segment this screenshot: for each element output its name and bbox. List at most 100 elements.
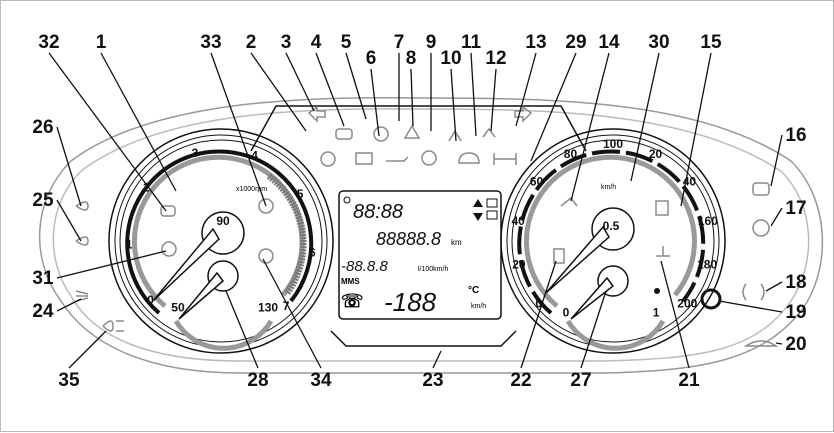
turn-left-icon xyxy=(307,105,326,123)
callout-31: 31 xyxy=(32,250,167,289)
callout-number: 27 xyxy=(570,370,591,391)
hazard-icon xyxy=(403,124,421,139)
tach-unit: x1000rpm xyxy=(236,186,267,193)
callout-number: 11 xyxy=(461,32,482,53)
callout-number: 5 xyxy=(341,32,352,53)
tach-tick-label: 6 xyxy=(309,245,316,259)
callout-17: 17 xyxy=(770,198,807,227)
callout-number: 7 xyxy=(394,32,405,53)
leader-line xyxy=(285,52,315,112)
temp-tick-label: 50 xyxy=(171,301,185,315)
callout-number: 25 xyxy=(32,190,54,211)
callout-number: 21 xyxy=(678,370,700,391)
speedo-tick-label: 0 xyxy=(535,296,542,310)
callout-number: 17 xyxy=(785,198,806,219)
callout-7: 7 xyxy=(394,32,405,121)
leader-line xyxy=(56,126,82,207)
callout-number: 24 xyxy=(32,301,54,322)
callout-number: 34 xyxy=(310,370,332,391)
service-icon xyxy=(258,248,274,264)
leader-line xyxy=(470,52,477,137)
abs-icon xyxy=(421,150,437,166)
leader-line xyxy=(410,68,414,127)
lcd-consumption: -88.8.8 xyxy=(341,258,388,275)
callout-29: 29 xyxy=(530,32,587,162)
door-open-icon xyxy=(655,200,669,216)
leader-line xyxy=(262,258,322,369)
tach-tick-label: 1 xyxy=(126,237,133,251)
leader-line xyxy=(370,68,380,137)
callout-23: 23 xyxy=(422,350,444,391)
driver-seatbelt-icon xyxy=(656,246,670,257)
leader-line xyxy=(450,68,457,142)
callout-number: 19 xyxy=(785,302,806,323)
callout-24: 24 xyxy=(32,298,82,322)
callout-32: 32 xyxy=(38,32,167,212)
callout-number: 33 xyxy=(200,32,221,53)
leader-line xyxy=(775,342,783,345)
tach-needle xyxy=(152,227,220,302)
speedo-tick-label: 20 xyxy=(512,257,526,271)
leader-line xyxy=(765,281,783,292)
lcd-odometer-unit: km xyxy=(451,238,462,247)
leader-line xyxy=(718,300,783,313)
lcd-speed-unit: km/h xyxy=(471,303,486,310)
high-beam-icon xyxy=(75,201,89,211)
callout-number: 3 xyxy=(281,32,292,53)
leader-line xyxy=(580,290,607,369)
cruise-control-icon xyxy=(258,198,274,214)
callout-11: 11 xyxy=(461,32,482,137)
low-beam-icon xyxy=(75,236,89,246)
temp-tick-label: 90 xyxy=(216,214,230,228)
tach-tick-label: 3 xyxy=(192,146,199,160)
callout-number: 22 xyxy=(510,370,531,391)
callout-30: 30 xyxy=(630,32,670,182)
indicator-19-icon xyxy=(700,288,722,310)
rear-fog-icon xyxy=(102,320,124,332)
callout-2: 2 xyxy=(246,32,307,132)
callout-number: 29 xyxy=(565,32,586,53)
speedometer xyxy=(500,128,726,354)
lcd-display xyxy=(338,190,502,320)
callout-number: 32 xyxy=(38,32,59,53)
callout-21: 21 xyxy=(660,260,700,391)
callout-15: 15 xyxy=(680,32,722,207)
leader-line xyxy=(570,52,610,202)
engine-icon xyxy=(458,152,480,164)
lcd-content: 88:88 88888.8 km -88.8.8 l/100km/h MMS ☏… xyxy=(341,196,498,317)
leader-line xyxy=(225,290,259,369)
callout-6: 6 xyxy=(366,48,380,137)
leader-line xyxy=(68,330,107,369)
leader-line xyxy=(680,52,712,207)
callout-28: 28 xyxy=(225,290,269,391)
speedo-tick-label: 40 xyxy=(511,214,525,228)
callout-16: 16 xyxy=(770,125,807,187)
leader-line xyxy=(210,52,267,207)
leader-line xyxy=(56,298,82,312)
lcd-consumption-unit: l/100km/h xyxy=(418,266,448,273)
callout-number: 35 xyxy=(58,370,80,391)
callout-number: 4 xyxy=(311,32,322,53)
leader-line xyxy=(630,52,660,182)
callout-10: 10 xyxy=(440,48,462,142)
callout-number: 8 xyxy=(406,48,417,69)
leader-line xyxy=(432,350,442,369)
engine-check-icon xyxy=(160,205,176,217)
leader-line xyxy=(48,52,167,212)
callout-18: 18 xyxy=(765,272,807,293)
leader-line xyxy=(100,52,177,192)
brake-system-icon xyxy=(373,126,389,142)
callout-number: 12 xyxy=(485,48,506,69)
tire-pressure-icon xyxy=(742,283,765,301)
callout-number: 28 xyxy=(247,370,268,391)
leader-line xyxy=(56,199,82,242)
callout-number: 30 xyxy=(648,32,669,53)
passenger-airbag-off-icon xyxy=(482,127,496,138)
speedo-tick-label: 100 xyxy=(603,137,623,151)
callout-14: 14 xyxy=(570,32,620,202)
callout-number: 16 xyxy=(785,125,806,146)
